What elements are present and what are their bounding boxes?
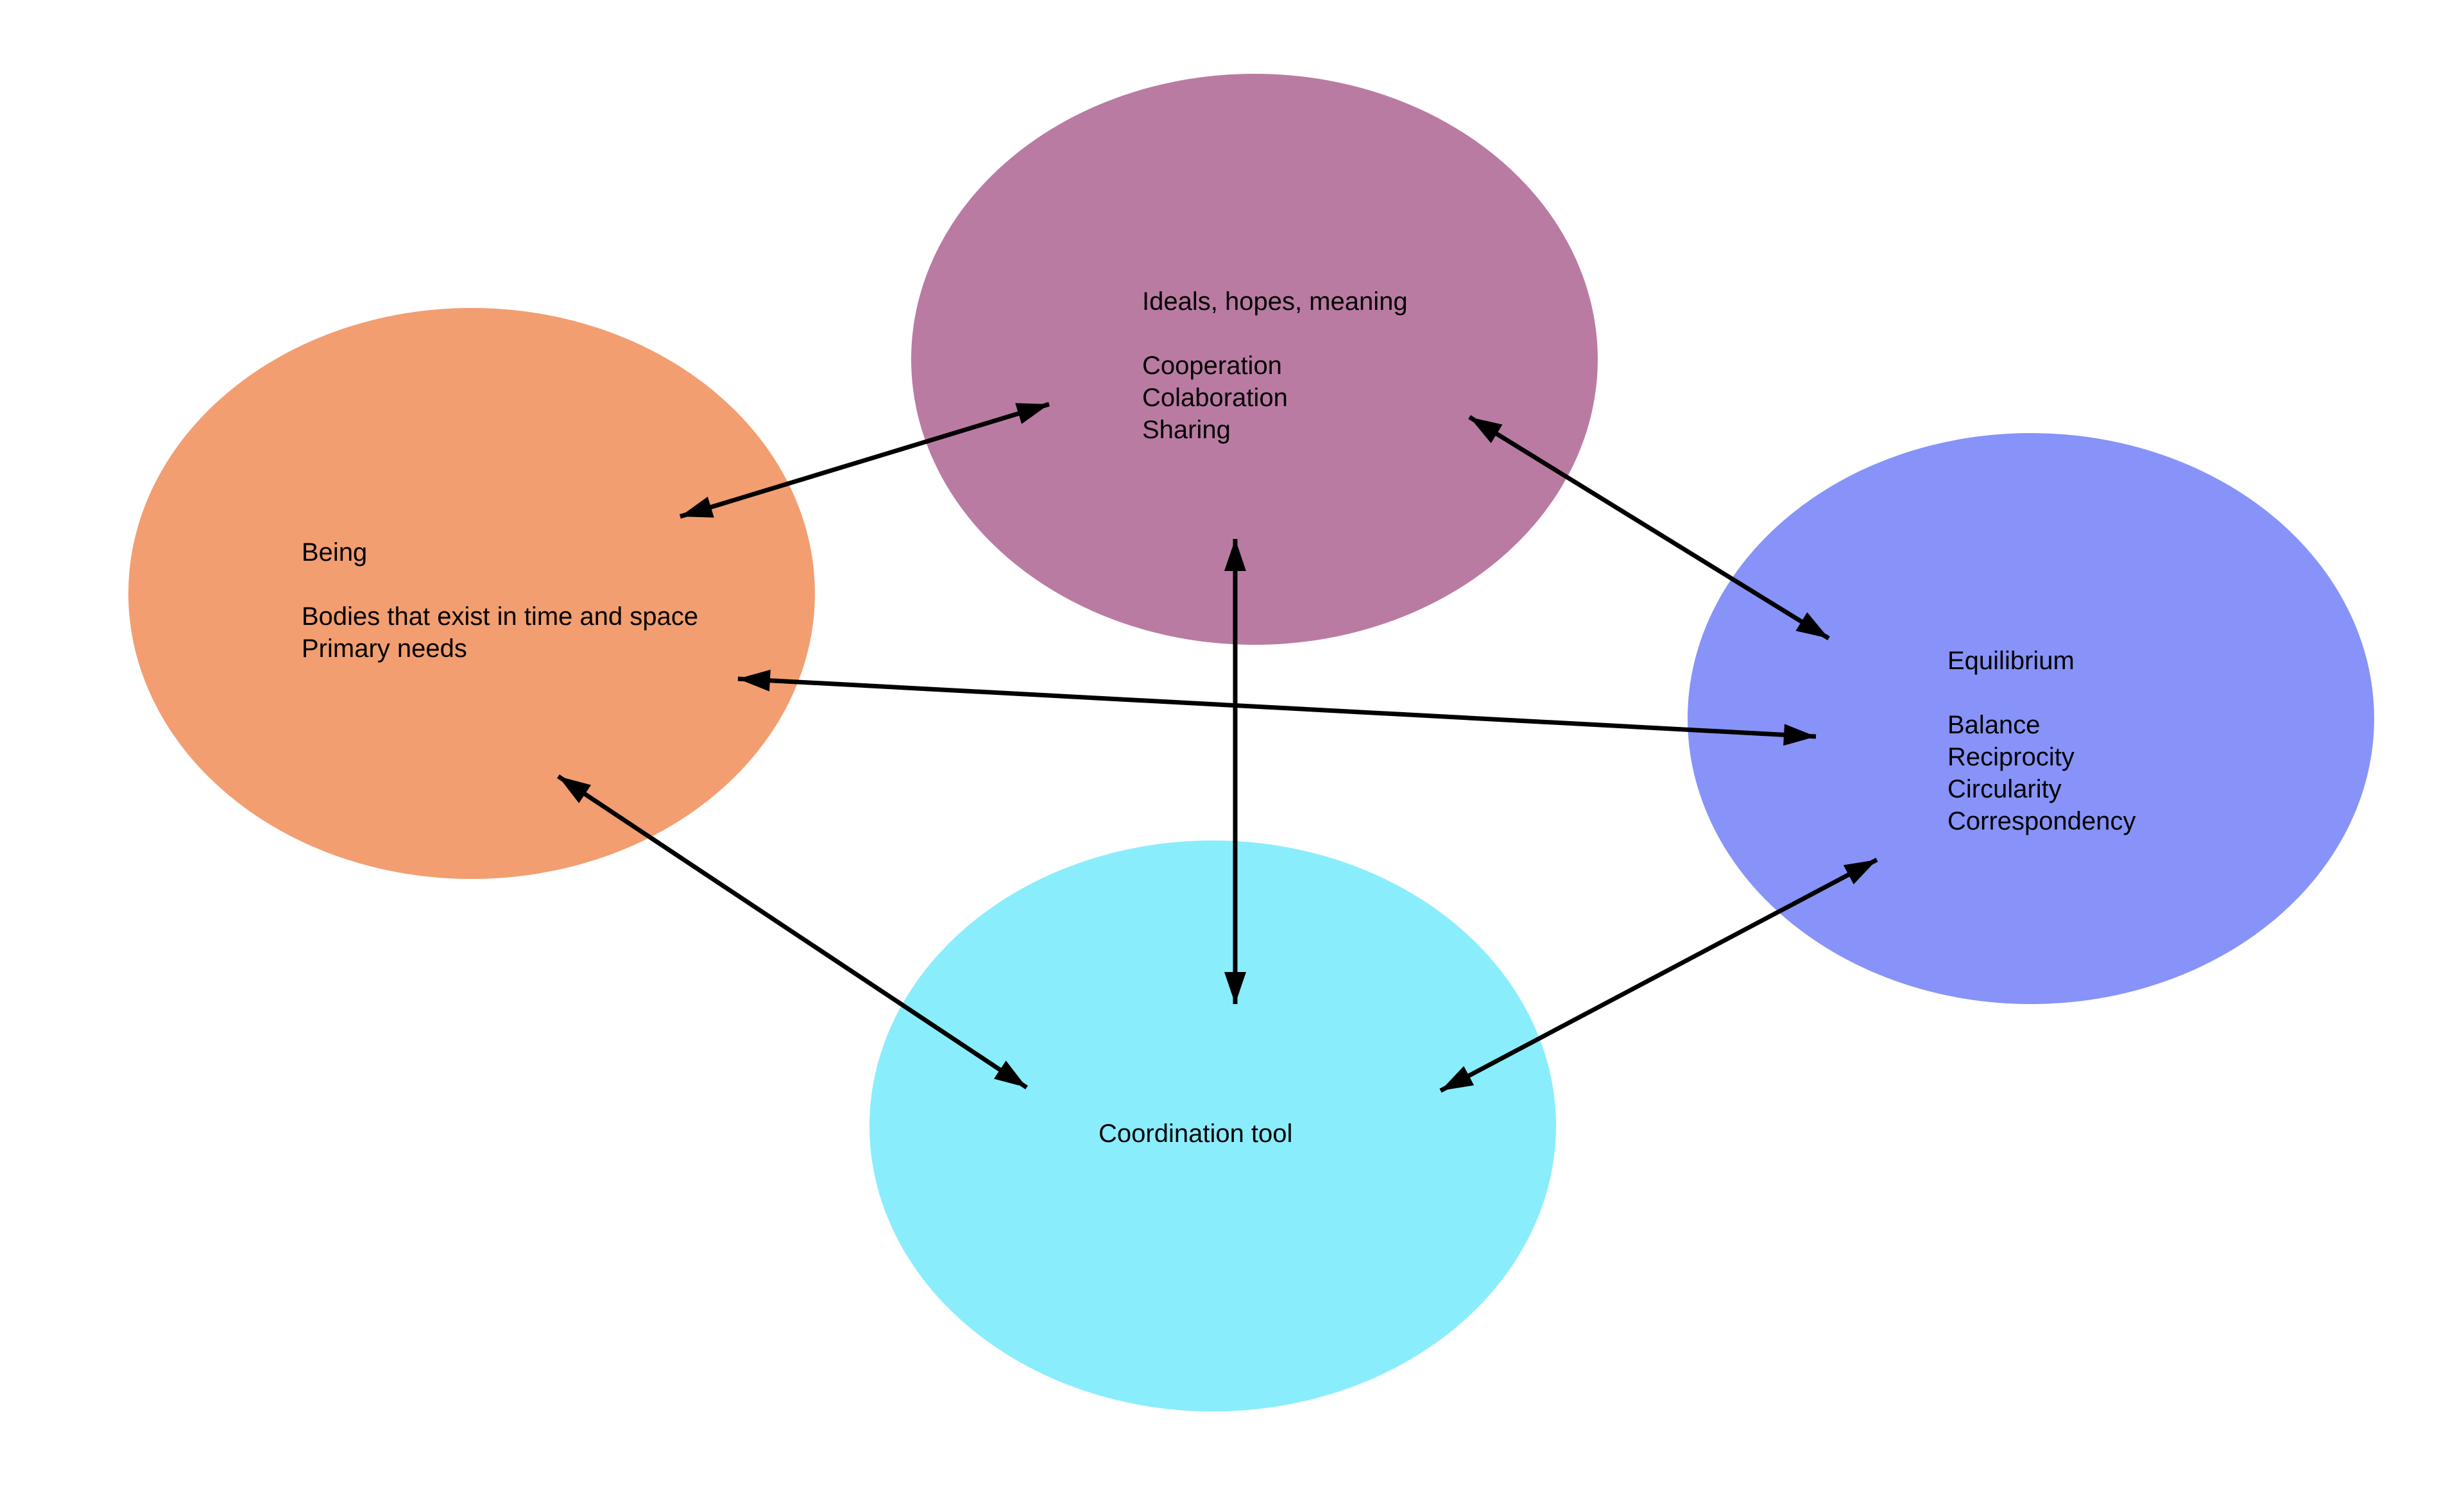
spacer [1947, 677, 2136, 709]
node-equilibrium-item: Reciprocity [1947, 743, 2075, 771]
spacer [1142, 318, 1408, 350]
node-equilibrium-item: Balance [1947, 711, 2041, 739]
node-coordination-ellipse [869, 840, 1556, 1411]
edge-ideals-equilibrium-arrow [1468, 415, 1830, 640]
node-being-ellipse [128, 308, 815, 879]
spacer [302, 568, 698, 601]
node-equilibrium-item: Circularity [1947, 775, 2062, 803]
node-ideals-item: Sharing [1142, 416, 1231, 444]
node-being-title: Being [302, 538, 368, 567]
node-being-item: Primary needs [302, 635, 467, 663]
edge-equilibrium-coordination-arrow [1439, 857, 1878, 1093]
node-equilibrium-title: Equilibrium [1947, 647, 2075, 675]
node-ideals-item: Colaboration [1142, 384, 1288, 412]
node-coordination-text: Coordination tool [1099, 1118, 1292, 1150]
node-ideals-text: Ideals, hopes, meaning Cooperation Colab… [1142, 286, 1408, 446]
node-equilibrium-item: Correspondency [1947, 807, 2136, 835]
node-equilibrium-text: Equilibrium Balance Reciprocity Circular… [1947, 645, 2136, 837]
node-being-text: Being Bodies that exist in time and spac… [302, 536, 698, 665]
edge-being-equilibrium-arrow [737, 669, 1817, 746]
edge-being-ideals-arrow [679, 402, 1050, 519]
node-coordination-title: Coordination tool [1099, 1120, 1293, 1148]
node-being-item: Bodies that exist in time and space [302, 602, 699, 631]
node-ideals-item: Cooperation [1142, 352, 1282, 380]
edge-being-coordination-arrow [557, 774, 1028, 1089]
node-ideals-ellipse [911, 74, 1598, 645]
node-ideals-title: Ideals, hopes, meaning [1142, 287, 1408, 316]
